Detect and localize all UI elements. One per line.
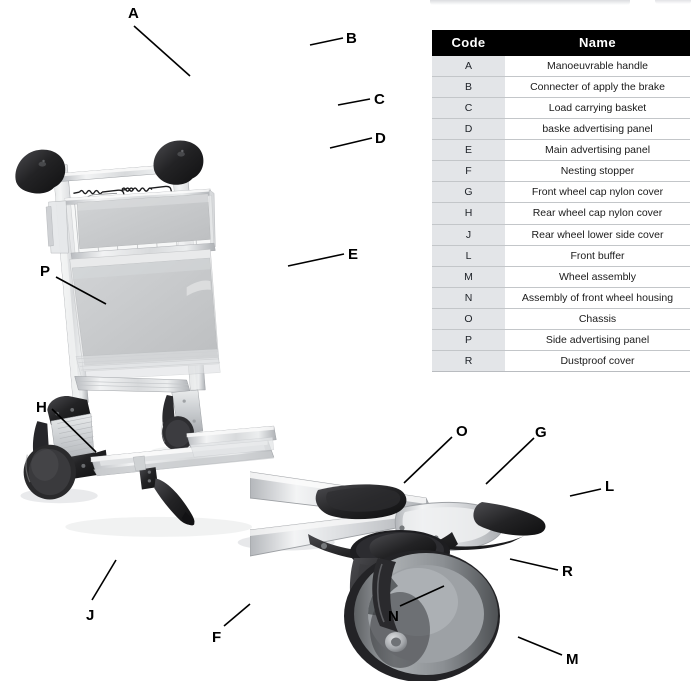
legend-cell-code: O [432, 308, 505, 330]
legend-cell-name: Rear wheel lower side cover [505, 224, 690, 246]
callout-label-r: R [562, 563, 573, 580]
legend-cell-name: Nesting stopper [505, 160, 690, 183]
callout-label-c: C [374, 91, 385, 108]
legend-cell-name: Main advertising panel [505, 139, 690, 162]
legend-cell-code: B [432, 76, 505, 99]
callout-label-b: B [346, 30, 357, 47]
legend-cell-code: L [432, 245, 505, 267]
legend-cell-code: M [432, 266, 505, 288]
legend-cell-code: G [432, 181, 505, 204]
callout-label-o: O [456, 423, 468, 440]
top-edge-artifact-secondary [655, 0, 691, 4]
legend-cell-name: Front buffer [505, 245, 690, 267]
legend-cell-code: N [432, 287, 505, 309]
callout-label-d: D [375, 130, 386, 147]
callout-label-h: H [36, 399, 47, 416]
legend-cell-name: Dustproof cover [505, 350, 690, 372]
legend-cell-code: R [432, 350, 505, 372]
callout-label-g: G [535, 424, 547, 441]
legend-cell-code: D [432, 118, 505, 141]
legend-cell-name: Wheel assembly [505, 266, 690, 288]
legend-cell-name: Front wheel cap nylon cover [505, 181, 690, 204]
legend-cell-name: Chassis [505, 308, 690, 330]
legend-cell-code: F [432, 160, 505, 183]
callout-label-l: L [605, 478, 615, 495]
trolley-illustration [15, 140, 335, 551]
legend-cell-code: H [432, 202, 505, 225]
legend-cell-name: Rear wheel cap nylon cover [505, 202, 690, 225]
legend-cell-name: Side advertising panel [505, 329, 690, 351]
callout-label-p: P [40, 263, 51, 280]
legend-cell-code: E [432, 139, 505, 162]
callout-label-e: E [348, 246, 359, 263]
front-wheel-assembly-illustration [250, 471, 546, 681]
legend-header-name: Name [505, 30, 690, 56]
legend-header-row: Code Name [432, 30, 690, 56]
legend-cell-code: J [432, 224, 505, 246]
legend-cell-name: Assembly of front wheel housing [505, 287, 690, 309]
callout-label-a: A [128, 5, 139, 22]
top-edge-artifact [430, 0, 630, 5]
callout-label-j: J [86, 607, 95, 624]
legend-cell-name: baske advertising panel [505, 118, 690, 141]
legend-cell-code: C [432, 97, 505, 120]
callout-label-m: M [566, 651, 579, 668]
legend-cell-code: P [432, 329, 505, 351]
callout-label-f: F [212, 629, 222, 646]
legend-cell-name: Connecter of apply the brake [505, 76, 690, 99]
legend-cell-name: Manoeuvrable handle [505, 56, 690, 78]
legend-cell-code: A [432, 56, 505, 78]
legend-cell-name: Load carrying basket [505, 97, 690, 120]
callout-label-n: N [388, 608, 399, 625]
legend-header-code: Code [432, 30, 505, 56]
